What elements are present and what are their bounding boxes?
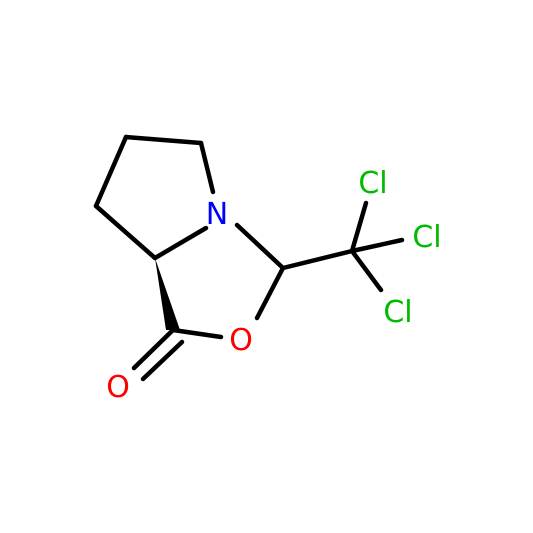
bond-carbonyl-b xyxy=(140,339,185,382)
bond-c4-n xyxy=(198,140,216,195)
atom-cl-3: Cl xyxy=(383,295,412,330)
bond-ccl3-cl2 xyxy=(349,237,405,254)
bond-c3-o xyxy=(254,265,286,321)
atom-n: N xyxy=(206,197,228,232)
bond-c1-c2 xyxy=(93,203,158,261)
atom-o-ring: O xyxy=(229,323,253,358)
bond-n-c8a xyxy=(152,225,209,261)
stereo-wedge-bond xyxy=(155,258,180,330)
bond-n-c3 xyxy=(234,222,286,271)
bond-c3-ccl3 xyxy=(280,248,355,271)
bond-o-c1 xyxy=(170,327,224,340)
atom-cl-1: Cl xyxy=(358,166,387,201)
bond-ccl3-cl1 xyxy=(349,200,369,254)
atom-cl-2: Cl xyxy=(412,220,441,255)
atom-o-carbonyl: O xyxy=(106,370,130,405)
bond-c2-c3 xyxy=(93,134,129,209)
bond-carbonyl-a xyxy=(131,327,176,371)
bond-ccl3-cl3 xyxy=(349,248,384,293)
bond-c3-c4 xyxy=(123,134,204,146)
